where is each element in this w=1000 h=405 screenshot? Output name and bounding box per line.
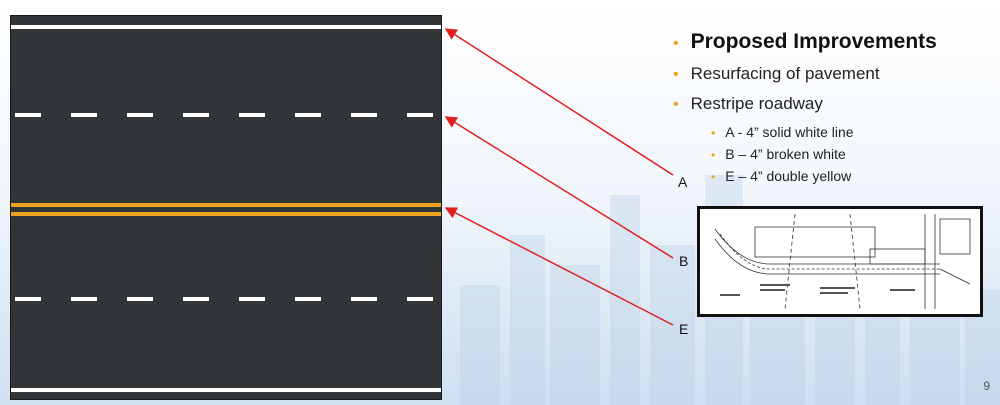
- bullet-list: • Proposed Improvements • Resurfacing of p…: [673, 30, 993, 190]
- sub-bullet-e: E – 4” double yellow: [725, 168, 852, 184]
- sub-bullet-dot-icon: •: [711, 126, 716, 140]
- solid-white-line-top: [11, 25, 441, 29]
- broken-white-line-upper: [15, 113, 441, 117]
- roadway-diagram: [10, 15, 442, 400]
- heading: Proposed Improvements: [690, 30, 937, 53]
- sub-bullet-dot-icon: •: [711, 170, 716, 184]
- bullet-resurfacing: Resurfacing of pavement: [690, 64, 880, 83]
- double-yellow-line-2: [11, 212, 441, 216]
- plan-drawing: [714, 213, 971, 310]
- sub-bullet-a: A - 4” solid white line: [725, 124, 854, 140]
- marker-e: E: [679, 321, 689, 337]
- marker-a: A: [678, 174, 688, 190]
- solid-white-line-bottom: [11, 388, 441, 392]
- double-yellow-line-1: [11, 203, 441, 207]
- sub-bullet-dot-icon: •: [711, 148, 716, 162]
- broken-white-line-lower: [15, 297, 441, 301]
- bullet-dot-icon: •: [673, 96, 679, 113]
- page-number: 9: [983, 379, 990, 393]
- bullet-restripe: Restripe roadway: [690, 94, 823, 113]
- engineering-plan-sheet-image: [697, 206, 983, 317]
- marker-b: B: [679, 253, 689, 269]
- sub-bullet-b: B – 4” broken white: [725, 146, 846, 162]
- bullet-dot-icon: •: [673, 66, 679, 83]
- bullet-dot-icon: •: [673, 35, 679, 52]
